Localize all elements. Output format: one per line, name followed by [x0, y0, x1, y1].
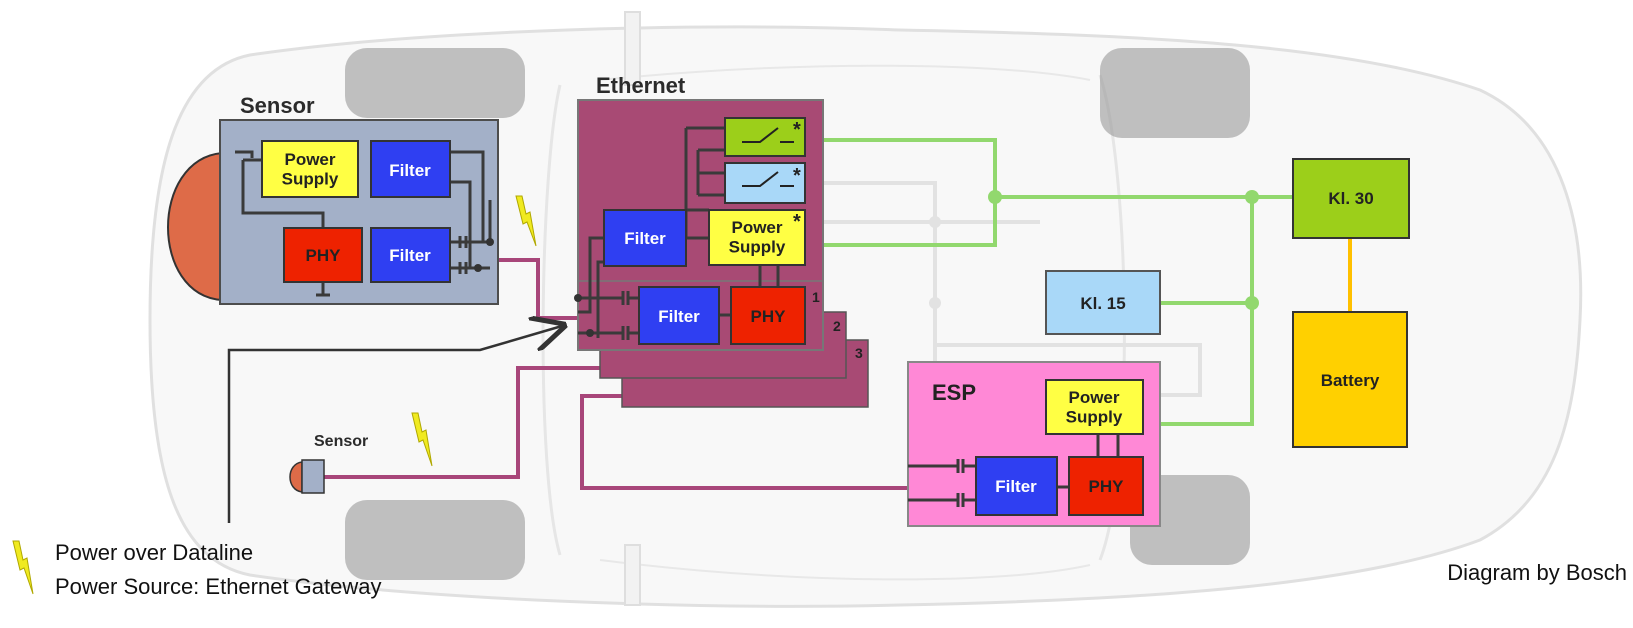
esp-power-supply — [1045, 379, 1144, 435]
junction-dot — [929, 297, 941, 309]
sensor-filter-top — [370, 140, 451, 198]
port-1-label: 1 — [812, 289, 820, 305]
sensor-filter-bottom-label: Filter — [389, 246, 431, 265]
junction-dot — [474, 264, 482, 272]
battery-box — [1292, 311, 1408, 448]
junction-dot — [929, 216, 941, 228]
junction-dot — [574, 294, 582, 302]
data-line-esp — [580, 394, 908, 490]
switch-green — [724, 117, 806, 157]
sensor-phy — [283, 227, 363, 283]
kl30-box — [1292, 158, 1410, 239]
ethernet-port-phy-label: PHY — [751, 307, 787, 326]
esp-title: ESP — [932, 380, 976, 405]
switch-blue-star: * — [793, 165, 801, 187]
sensor-power-supply — [261, 140, 359, 198]
wire-green-bus — [1143, 197, 1254, 426]
switch-blue-symbol — [742, 171, 794, 187]
ethernet-port-filter-label: Filter — [658, 307, 700, 326]
lightning-legend-icon — [12, 540, 34, 595]
wire-junctions — [929, 190, 1259, 310]
sensor-small-title: Sensor — [314, 433, 368, 450]
switch-green-star: * — [793, 119, 801, 141]
sensor-small-box — [301, 459, 325, 494]
junction-dot — [1245, 296, 1259, 310]
wheel-front-left — [345, 48, 525, 118]
esp-phy-label: PHY — [1089, 477, 1125, 496]
wheel-front-right — [345, 500, 525, 580]
ethernet-power-star: * — [793, 211, 801, 233]
ethernet-port-phy — [730, 286, 806, 345]
esp-phy — [1068, 456, 1144, 516]
esp-filter — [975, 456, 1058, 516]
junction-dot — [1245, 190, 1259, 204]
sensor-head — [167, 151, 223, 302]
junction-dot — [586, 329, 594, 337]
wire-gray-esp — [935, 343, 1202, 397]
power-wires — [805, 138, 1352, 520]
legend-line-1: Power over Dataline — [55, 540, 254, 565]
kl15-box — [1045, 270, 1161, 335]
diagram-credit: Diagram by Bosch — [1447, 560, 1627, 585]
ethernet-power-supply — [708, 209, 806, 266]
sensor-phy-label: PHY — [306, 246, 342, 265]
port-3-label: 3 — [855, 345, 863, 361]
car-outline — [148, 11, 1583, 608]
power-sources: Kl. 30 Kl. 15 Battery — [1045, 158, 1410, 448]
sensor-filter-top-label: Filter — [389, 161, 431, 180]
sensor-filter-bottom — [370, 227, 451, 283]
kl15-label: Kl. 15 — [1080, 294, 1125, 313]
wheel-rear-left — [1100, 48, 1250, 138]
ethernet-gateway: 3 2 Ethernet 1 * * Fi — [574, 73, 869, 408]
lightning-icons — [12, 195, 537, 595]
junction-dot — [988, 190, 1002, 204]
ethernet-filter — [603, 209, 687, 267]
sensor-title: Sensor — [240, 93, 315, 118]
legend-line-2: Power Source: Ethernet Gateway — [55, 574, 382, 599]
ethernet-filter-label: Filter — [624, 229, 666, 248]
lightning-icon — [411, 412, 433, 467]
switch-green-symbol — [742, 127, 794, 143]
battery-label: Battery — [1321, 371, 1380, 390]
ethernet-port-filter — [638, 286, 720, 345]
lightning-icon — [515, 195, 537, 247]
port-2-label: 2 — [833, 318, 841, 334]
ethernet-title: Ethernet — [596, 73, 686, 98]
legend-pointer-arrow — [227, 326, 562, 523]
junction-dot — [486, 238, 494, 246]
esp-filter-label: Filter — [995, 477, 1037, 496]
kl30-label: Kl. 30 — [1328, 189, 1373, 208]
sensor-small: Sensor — [289, 433, 368, 494]
data-line-sensor-small — [323, 366, 600, 479]
